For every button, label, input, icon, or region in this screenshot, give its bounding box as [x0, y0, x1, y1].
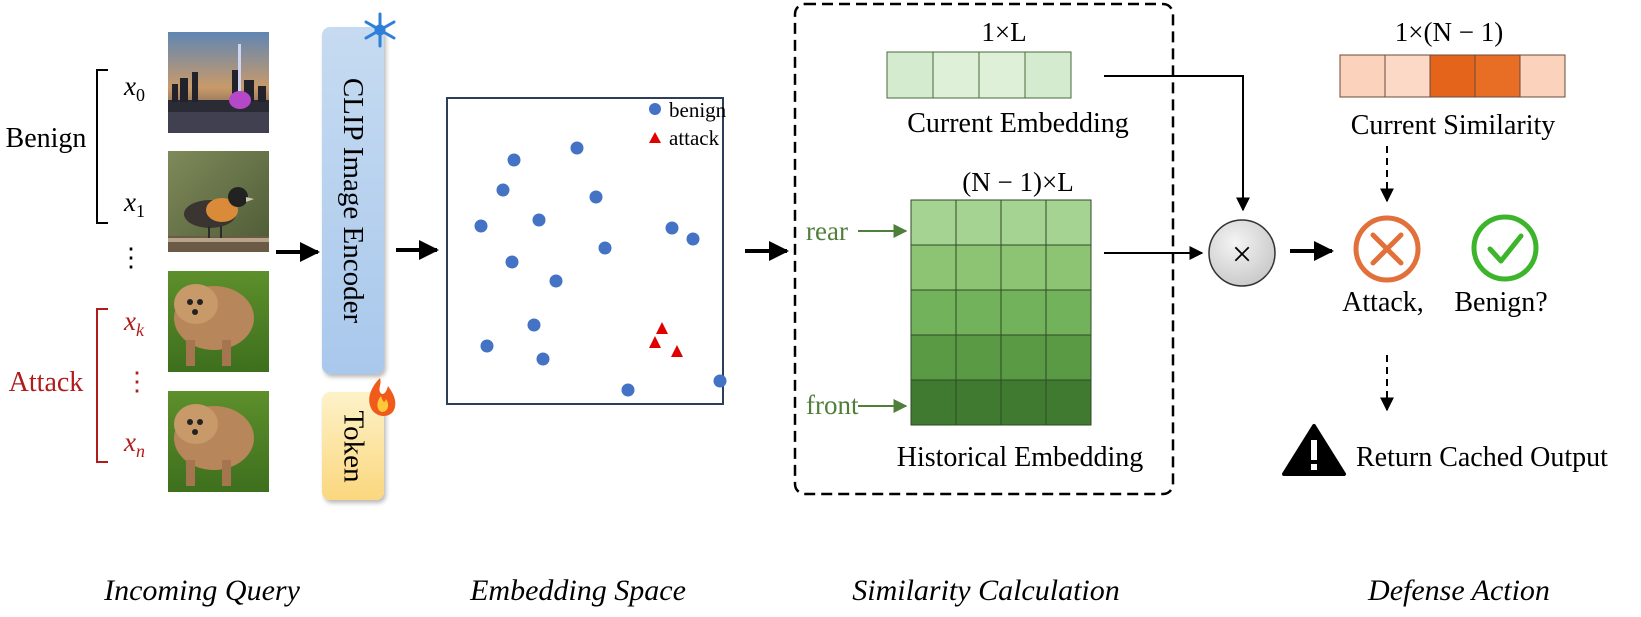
current-similarity-cells — [1339, 54, 1566, 98]
current-embedding-cell — [886, 51, 934, 99]
current-similarity-label: Current Similarity — [1351, 110, 1556, 141]
front-label: front — [806, 390, 859, 420]
benign-decision-label: Benign? — [1454, 287, 1547, 318]
historical-embedding-cell — [910, 334, 957, 381]
benign-point — [496, 183, 510, 197]
current-embedding-cells — [886, 51, 1072, 99]
caption-embedding-space: Embedding Space — [469, 574, 686, 607]
current-embedding-cell — [1024, 51, 1072, 99]
benign-point — [665, 221, 679, 235]
historical-embedding-cell — [955, 334, 1002, 381]
current-embedding-label: Current Embedding — [907, 108, 1129, 139]
benign-point — [536, 352, 550, 366]
benign-point — [686, 232, 700, 246]
snowflake-icon — [364, 12, 396, 48]
attack-label: Attack — [9, 367, 84, 398]
historical-embedding-cell — [955, 199, 1002, 246]
benign-point — [713, 374, 727, 388]
historical-embedding-cell — [955, 379, 1002, 426]
benign-points — [474, 141, 727, 397]
attack-point — [649, 336, 661, 348]
caption-similarity-calculation: Similarity Calculation — [852, 574, 1120, 607]
benign-check-icon — [1471, 214, 1539, 282]
current-dim-label: 1×L — [981, 17, 1026, 47]
caption-incoming-query: Incoming Query — [103, 574, 300, 607]
clip-image-encoder-box — [322, 27, 384, 374]
historical-embedding-cell — [1045, 334, 1092, 381]
similarity-cell — [1474, 54, 1521, 98]
arrow-current-to-multiply — [1104, 75, 1250, 212]
benign-point — [598, 241, 612, 255]
benign-point — [505, 255, 519, 269]
legend-benign-label: benign — [669, 98, 727, 122]
benign-point — [570, 141, 584, 155]
multiply-node — [1208, 219, 1276, 287]
historical-embedding-cell — [1045, 289, 1092, 336]
benign-point — [549, 274, 563, 288]
current-embedding-cell — [932, 51, 980, 99]
image-bird — [168, 151, 269, 252]
historical-embedding-cell — [910, 289, 957, 336]
historical-embedding-cell — [1000, 199, 1047, 246]
historical-dim-label: (N − 1)×L — [962, 167, 1073, 197]
legend-benign-marker — [649, 103, 661, 115]
benign-bracket — [96, 69, 108, 224]
historical-embedding-cell — [1045, 379, 1092, 426]
x1-label: x1 — [123, 187, 145, 221]
historical-embedding-label: Historical Embedding — [897, 442, 1144, 473]
benign-point — [474, 219, 488, 233]
attack-bracket — [96, 308, 108, 463]
historical-embedding-cell — [1045, 244, 1092, 291]
attack-x-icon — [1353, 215, 1421, 283]
similarity-cell — [1429, 54, 1476, 98]
image-city-fountain — [168, 32, 269, 133]
historical-embedding-cell — [910, 244, 957, 291]
image-dog-2 — [168, 391, 269, 492]
similarity-cell — [1519, 54, 1566, 98]
benign-point — [507, 153, 521, 167]
historical-embedding-cell — [910, 379, 957, 426]
benign-point — [589, 190, 603, 204]
historical-embedding-cell — [1000, 379, 1047, 426]
legend-attack-label: attack — [669, 126, 720, 150]
multiply-symbol: × — [1232, 234, 1252, 274]
xn-label: xn — [123, 427, 145, 461]
caption-defense-action: Defense Action — [1367, 574, 1550, 607]
similarity-cell — [1339, 54, 1386, 98]
attack-points — [649, 322, 683, 357]
vdots-attack: ⋮ — [124, 367, 150, 396]
vdots-benign: ⋮ — [118, 243, 144, 272]
historical-embedding-cell — [1045, 199, 1092, 246]
benign-point — [527, 318, 541, 332]
historical-embedding-cell — [1000, 244, 1047, 291]
historical-embedding-grid — [910, 199, 1092, 426]
historical-embedding-cell — [910, 199, 957, 246]
historical-embedding-cell — [1000, 289, 1047, 336]
legend-attack-marker — [649, 132, 661, 143]
historical-embedding-cell — [1000, 334, 1047, 381]
benign-point — [480, 339, 494, 353]
benign-point — [621, 383, 635, 397]
image-dog-1 — [168, 271, 269, 372]
similarity-dim-label: 1×(N − 1) — [1395, 17, 1503, 47]
return-cached-output-label: Return Cached Output — [1356, 442, 1608, 473]
current-embedding-cell — [978, 51, 1026, 99]
benign-label: Benign — [6, 123, 87, 154]
attack-point — [656, 322, 668, 334]
fire-icon — [369, 378, 396, 416]
warning-icon — [1282, 424, 1346, 476]
attack-point — [671, 345, 683, 357]
similarity-dashed-box — [793, 2, 1175, 496]
x0-label: x0 — [123, 71, 145, 105]
attack-decision-label: Attack, — [1342, 287, 1424, 318]
rear-label: rear — [806, 216, 848, 246]
similarity-cell — [1384, 54, 1431, 98]
historical-embedding-cell — [955, 289, 1002, 336]
xk-label: xk — [123, 306, 145, 340]
benign-point — [532, 213, 546, 227]
historical-embedding-cell — [955, 244, 1002, 291]
